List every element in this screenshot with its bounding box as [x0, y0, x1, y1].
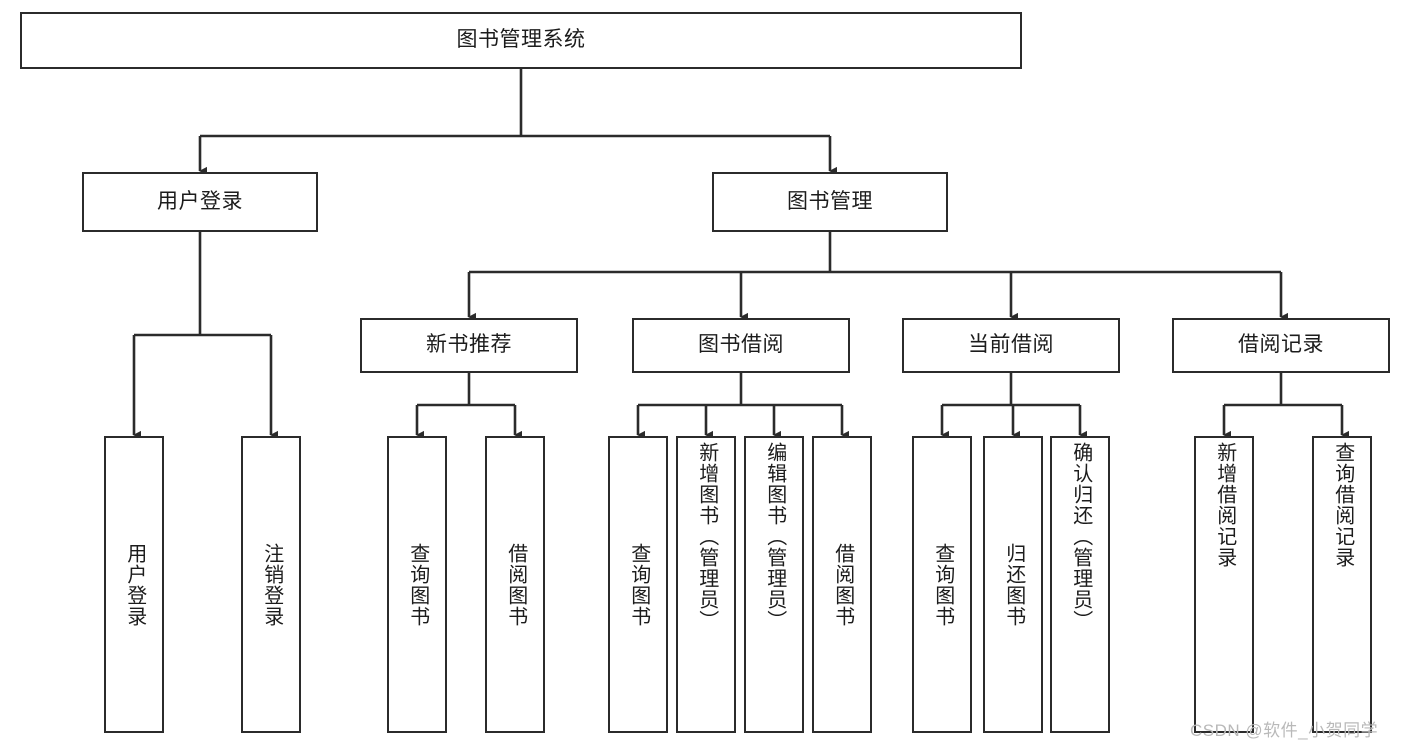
node-label-l3_3: 借阅图书 — [504, 542, 527, 627]
node-label-l3_10: 确认归还（管理员） — [1069, 442, 1092, 631]
node-label-root: 图书管理系统 — [456, 28, 586, 52]
node-label-l3_9: 归还图书 — [1002, 542, 1025, 627]
node-label-l3_7: 借阅图书 — [831, 542, 854, 627]
node-box-l3_4[interactable]: 查询图书 — [608, 436, 668, 733]
node-label-l3_4: 查询图书 — [627, 542, 650, 627]
node-box-l3_2[interactable]: 查询图书 — [387, 436, 447, 733]
node-box-l3_9[interactable]: 归还图书 — [983, 436, 1043, 733]
node-label-l3_1: 注销登录 — [260, 542, 283, 627]
node-label-l3_2: 查询图书 — [406, 542, 429, 627]
node-box-root[interactable]: 图书管理系统 — [20, 12, 1022, 69]
node-box-l3_10[interactable]: 确认归还（管理员） — [1050, 436, 1110, 733]
node-box-l3_0[interactable]: 用户登录 — [104, 436, 164, 733]
node-box-l2_2[interactable]: 当前借阅 — [902, 318, 1120, 373]
node-box-l1_1[interactable]: 图书管理 — [712, 172, 948, 232]
node-box-l3_6[interactable]: 编辑图书（管理员） — [744, 436, 804, 733]
node-label-l3_8: 查询图书 — [931, 542, 954, 627]
node-label-l3_5: 新增图书（管理员） — [695, 442, 718, 631]
node-label-l2_1: 图书借阅 — [698, 333, 784, 357]
node-box-l2_3[interactable]: 借阅记录 — [1172, 318, 1390, 373]
node-box-l3_12[interactable]: 查询借阅记录 — [1312, 436, 1372, 733]
node-box-l1_0[interactable]: 用户登录 — [82, 172, 318, 232]
edge-group — [132, 69, 1350, 440]
node-box-l3_8[interactable]: 查询图书 — [912, 436, 972, 733]
node-box-l2_0[interactable]: 新书推荐 — [360, 318, 578, 373]
node-label-l2_2: 当前借阅 — [968, 333, 1054, 357]
node-label-l3_0: 用户登录 — [123, 542, 146, 627]
node-box-l3_7[interactable]: 借阅图书 — [812, 436, 872, 733]
node-box-l3_1[interactable]: 注销登录 — [241, 436, 301, 733]
node-label-l1_1: 图书管理 — [787, 189, 873, 213]
node-box-l3_3[interactable]: 借阅图书 — [485, 436, 545, 733]
node-label-l2_3: 借阅记录 — [1238, 333, 1324, 357]
csdn-watermark: CSDN @软件_小贺同学 — [1190, 721, 1379, 740]
node-box-l3_11[interactable]: 新增借阅记录 — [1194, 436, 1254, 733]
node-label-l1_0: 用户登录 — [157, 189, 243, 213]
node-label-l3_12: 查询借阅记录 — [1331, 442, 1354, 568]
node-label-l3_6: 编辑图书（管理员） — [763, 442, 786, 631]
node-box-l2_1[interactable]: 图书借阅 — [632, 318, 850, 373]
node-box-l3_5[interactable]: 新增图书（管理员） — [676, 436, 736, 733]
node-label-l3_11: 新增借阅记录 — [1213, 442, 1236, 568]
node-label-l2_0: 新书推荐 — [426, 333, 512, 357]
